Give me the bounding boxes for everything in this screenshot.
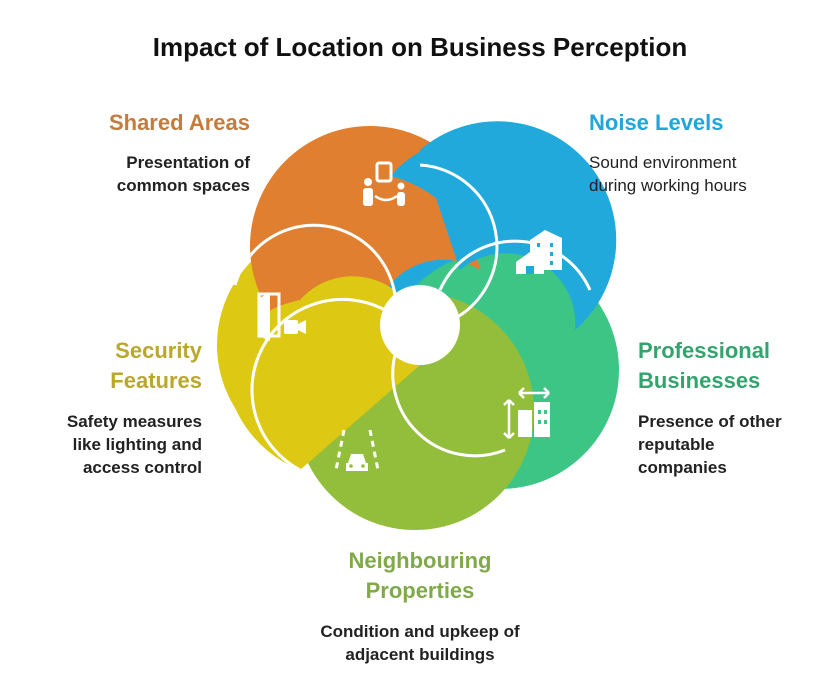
shared-desc-line: common spaces xyxy=(116,176,250,195)
security-features-desc: Safety measures like lighting and access… xyxy=(20,410,202,479)
security-label-line: Security xyxy=(115,338,202,363)
noise-desc-line: during working hours xyxy=(589,176,747,195)
neighbouring-desc-line: adjacent buildings xyxy=(345,645,495,664)
building-measure-icon xyxy=(503,387,550,439)
noise-desc-line: Sound environment xyxy=(589,153,737,172)
security-desc-line: Safety measures xyxy=(66,412,202,431)
noise-overlap xyxy=(420,121,617,331)
divider-5 xyxy=(233,223,397,296)
professional-desc-line: reputable xyxy=(638,435,715,454)
professional-label-line: Professional xyxy=(638,338,771,363)
professional-desc-line: companies xyxy=(638,458,727,477)
shared-areas-label: Shared Areas xyxy=(108,110,250,135)
people-frame-icon xyxy=(363,161,405,206)
security-overlap xyxy=(224,276,423,470)
buildings-icon xyxy=(516,230,562,274)
professional-businesses-desc: Presence of other reputable companies xyxy=(638,410,828,479)
divider-3 xyxy=(391,344,506,458)
noise-levels-desc: Sound environment during working hours xyxy=(589,151,819,197)
center-hole xyxy=(380,285,460,365)
neighbouring-desc-line: Condition and upkeep of xyxy=(320,622,520,641)
security-desc-line: access control xyxy=(82,458,202,477)
door-camera-icon xyxy=(257,292,306,341)
security-desc-line: like lighting and xyxy=(72,435,202,454)
shared-overlap xyxy=(250,172,480,300)
shared-desc-line: Presentation of xyxy=(126,153,250,172)
neighbouring-properties-label: Neighbouring Properties xyxy=(270,546,570,606)
shared-areas-desc: Presentation of common spaces xyxy=(40,151,250,197)
noise-levels-label: Noise Levels xyxy=(589,110,724,135)
divider-1 xyxy=(419,163,499,322)
professional-desc-line: Presence of other xyxy=(638,412,782,431)
security-label-line: Features xyxy=(110,368,202,393)
divider-4 xyxy=(250,297,386,472)
neighbouring-properties-desc: Condition and upkeep of adjacent buildin… xyxy=(250,620,590,666)
divider-2 xyxy=(438,239,592,291)
neighbouring-label-line: Neighbouring xyxy=(348,548,492,573)
professional-label-line: Businesses xyxy=(638,368,761,393)
professional-businesses-label: Professional Businesses xyxy=(638,336,828,396)
security-features-label: Security Features xyxy=(40,336,202,396)
page-title: Impact of Location on Business Perceptio… xyxy=(152,32,688,62)
neighbouring-label-line: Properties xyxy=(365,578,475,603)
road-car-icon xyxy=(334,429,380,471)
